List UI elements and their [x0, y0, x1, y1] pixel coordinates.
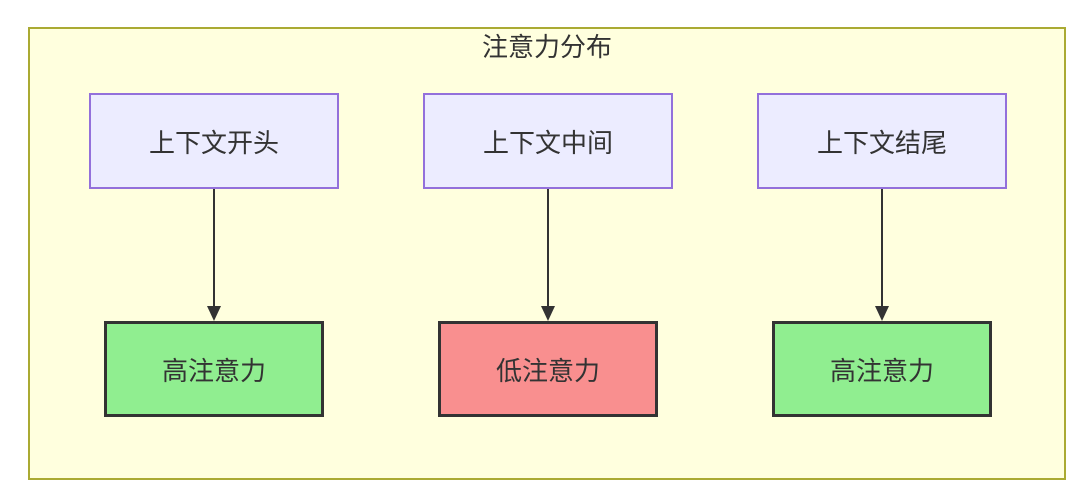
- node-context-start: 上下文开头: [89, 93, 339, 189]
- diagram-canvas: 注意力分布 上下文开头 高注意力 上下文中间 低注意力 上下文结尾 高注意力: [28, 27, 1066, 480]
- arrow-head-icon: [207, 306, 221, 321]
- arrow-head-icon: [541, 306, 555, 321]
- node-label: 上下文结尾: [816, 127, 947, 158]
- node-high-attention-1: 高注意力: [104, 321, 324, 417]
- node-low-attention: 低注意力: [438, 321, 658, 417]
- arrow-context-start-to-high: [207, 189, 221, 321]
- arrow-context-middle-to-low: [541, 189, 555, 321]
- arrow-context-end-to-high: [875, 189, 889, 321]
- node-high-attention-2: 高注意力: [772, 321, 992, 417]
- diagram-title: 注意力分布: [481, 32, 612, 62]
- arrow-line: [881, 189, 883, 307]
- arrow-head-icon: [875, 306, 889, 321]
- node-context-middle: 上下文中间: [423, 93, 673, 189]
- node-label: 上下文开头: [148, 127, 279, 158]
- arrow-line: [213, 189, 215, 307]
- arrow-line: [547, 189, 549, 307]
- node-label: 上下文中间: [482, 127, 613, 158]
- node-label: 高注意力: [161, 355, 266, 386]
- node-label: 高注意力: [829, 355, 934, 386]
- node-label: 低注意力: [495, 355, 600, 386]
- node-context-end: 上下文结尾: [757, 93, 1007, 189]
